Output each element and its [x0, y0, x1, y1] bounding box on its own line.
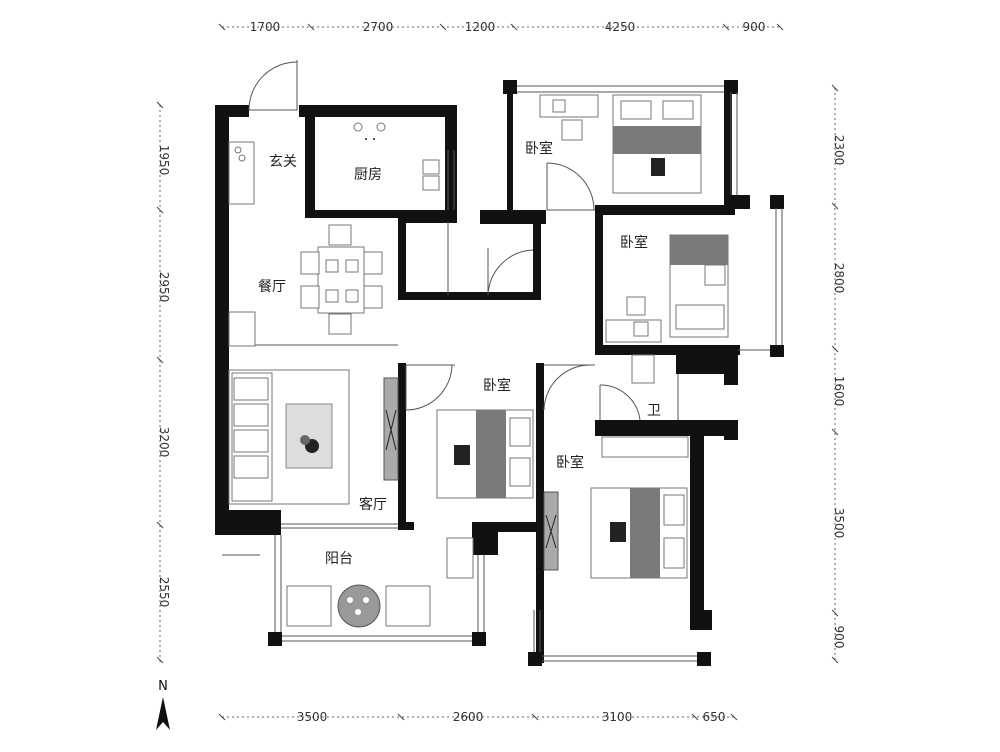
- dim-top-3: 1200: [465, 20, 496, 34]
- label-bedroom-se: 卧室: [556, 454, 584, 471]
- dim-left-1: 1950: [157, 145, 171, 176]
- north-arrow-icon: [156, 697, 170, 730]
- dim-left-4: 2550: [157, 577, 171, 608]
- label-bedroom-ne: 卧室: [525, 140, 553, 157]
- label-entrance: 玄关: [269, 153, 297, 170]
- dim-top-5: 900: [743, 20, 766, 34]
- label-dining: 餐厅: [258, 279, 286, 295]
- label-bedroom-mid: 卧室: [483, 377, 511, 394]
- dim-top-2: 2700: [363, 20, 394, 34]
- furniture: [228, 94, 729, 628]
- dim-bottom-3: 3100: [602, 710, 633, 724]
- label-kitchen: 厨房: [354, 167, 382, 183]
- dim-left-3: 3200: [157, 427, 171, 458]
- thin-lines: [222, 60, 783, 662]
- dim-left-2: 2950: [157, 272, 171, 303]
- label-balcony: 阳台: [325, 551, 353, 567]
- dimension-lines: [159, 26, 836, 718]
- dim-right-5: 900: [832, 626, 846, 649]
- walls: [215, 80, 784, 666]
- dim-bottom-1: 3500: [297, 710, 328, 724]
- dimension-ticks: [156, 23, 839, 721]
- label-bedroom-e: 卧室: [620, 234, 648, 251]
- dim-bottom-2: 2600: [453, 710, 484, 724]
- dim-bottom-4: 650: [703, 710, 726, 724]
- north-arrow: N: [156, 679, 170, 730]
- dim-top-1: 1700: [250, 20, 281, 34]
- dim-top-4: 4250: [605, 20, 636, 34]
- dim-right-3: 1600: [832, 376, 846, 407]
- label-bath: 卫: [647, 403, 661, 419]
- dim-right-4: 3500: [832, 508, 846, 539]
- dim-right-2: 2800: [832, 263, 846, 294]
- dim-right-1: 2300: [832, 135, 846, 166]
- north-label: N: [158, 679, 168, 694]
- label-living: 客厅: [359, 496, 387, 513]
